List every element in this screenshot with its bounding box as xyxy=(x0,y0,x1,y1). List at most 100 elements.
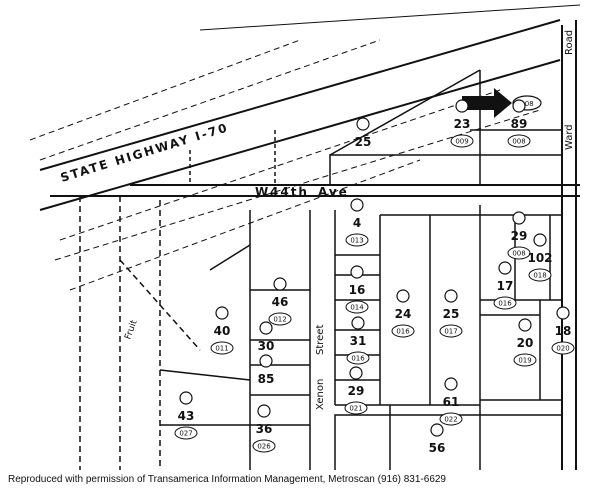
parcel: 24 016 xyxy=(391,289,415,338)
parcel-number: 56 xyxy=(429,441,446,455)
ward-label: Ward xyxy=(564,124,575,150)
parcel: 31 016 xyxy=(346,316,370,365)
parcel-marker xyxy=(350,198,364,212)
parcel-marker xyxy=(444,377,458,391)
parcel-code-bubble xyxy=(346,351,370,365)
parcel: 46 012 xyxy=(268,277,292,326)
parcel-code: 019 xyxy=(518,357,531,365)
parcel-code: 008 xyxy=(512,138,525,146)
parcel-code-bubble xyxy=(528,268,552,282)
parcel-number: 36 xyxy=(256,422,273,436)
avenue-lines xyxy=(50,184,580,197)
parcel: 25 017 xyxy=(439,289,463,338)
xenon-label: Xenon xyxy=(315,379,326,410)
parcel-number: 89 xyxy=(511,117,528,131)
parcel-number: 29 xyxy=(348,384,365,398)
parcel-code: 014 xyxy=(350,304,364,312)
location-arrow xyxy=(462,88,512,118)
parcel-code-bubble xyxy=(439,412,463,426)
parcel-marker xyxy=(512,211,526,225)
ward-road-lines xyxy=(561,20,577,470)
parcel-code: 017 xyxy=(444,328,457,336)
parcel-marker xyxy=(215,306,229,320)
parcel-marker xyxy=(430,423,444,437)
parcel-number: 85 xyxy=(258,372,275,386)
parcel-number: 31 xyxy=(350,334,367,348)
parcel-number: 24 xyxy=(395,307,412,321)
parcel-code-bubble xyxy=(174,426,198,440)
parcel-code-bubble xyxy=(493,296,517,310)
parcel-code: 013 xyxy=(350,237,363,245)
parcel-marker xyxy=(512,99,526,113)
parcel-code: 009 xyxy=(455,138,468,146)
parcel-code: 022 xyxy=(444,416,457,424)
parcel-code: 021 xyxy=(349,405,362,413)
parcel-marker xyxy=(259,354,273,368)
parcel-marker xyxy=(273,277,287,291)
parcel-marker xyxy=(179,391,193,405)
parcel: 89 008 xyxy=(507,99,531,148)
parcel-code: 008 xyxy=(512,250,525,258)
parcel-number: 25 xyxy=(443,307,460,321)
ward-road-label: Road xyxy=(564,30,575,55)
parcel-code: 016 xyxy=(351,355,365,363)
avenue-prefix: W. xyxy=(255,185,276,199)
parcel-code: 012 xyxy=(273,316,286,324)
parcel-code-bubble xyxy=(513,353,537,367)
parcel-number: 30 xyxy=(258,339,275,353)
parcel-marker xyxy=(518,318,532,332)
highway-lines xyxy=(29,4,581,291)
parcel-number: 25 xyxy=(355,135,372,149)
parcel: 25 xyxy=(355,117,372,149)
parcel-number: 16 xyxy=(349,283,366,297)
parcel-marker xyxy=(556,306,570,320)
parcel-code-bubble xyxy=(450,134,474,148)
parcel: 56 xyxy=(429,423,446,455)
parcel-marker xyxy=(498,261,512,275)
parcel: 85 xyxy=(258,354,275,386)
parcel: 4 013 xyxy=(345,198,369,247)
parcel-code-bubble xyxy=(345,300,369,314)
parcel-code-bubble xyxy=(551,341,575,355)
parcel: 30 xyxy=(258,321,275,353)
parcel-code: 016 xyxy=(396,328,410,336)
parcel-labels: 2300925290088900840131601417016102018180… xyxy=(174,99,575,455)
parcel-number: 102 xyxy=(527,251,552,265)
parcel-marker xyxy=(349,366,363,380)
parcel-marker xyxy=(396,289,410,303)
parcel-marker xyxy=(351,316,365,330)
parcel-code-bubble xyxy=(268,312,292,326)
parcel-number: 43 xyxy=(178,409,195,423)
parcel-marker xyxy=(259,321,273,335)
parcel-number: 40 xyxy=(214,324,231,338)
parcel: 23 009 xyxy=(450,99,474,148)
parcel-number: 61 xyxy=(443,395,460,409)
parcel-code-bubble xyxy=(345,233,369,247)
parcel: 61 022 xyxy=(439,377,463,426)
parcel-number: 29 xyxy=(511,229,528,243)
parcel-number: 46 xyxy=(272,295,289,309)
parcel-code-bubble xyxy=(344,401,368,415)
credit-line: Reproduced with permission of Transameri… xyxy=(0,472,601,488)
parcel: 29 021 xyxy=(344,366,368,415)
parcel: 29 008 xyxy=(507,211,531,260)
parcel-code-bubble xyxy=(210,341,234,355)
parcel-code: 016 xyxy=(498,300,512,308)
parcel-number: 23 xyxy=(454,117,471,131)
parcel-marker xyxy=(444,289,458,303)
parcel: 16 014 xyxy=(345,265,369,314)
parcel-marker xyxy=(533,233,547,247)
parcel-code-bubble xyxy=(507,246,531,260)
avenue-name: 44th xyxy=(270,185,309,199)
parcel-number: 4 xyxy=(353,216,361,230)
parcel-code-bubble xyxy=(507,134,531,148)
pointer-code: 108 xyxy=(520,100,533,108)
